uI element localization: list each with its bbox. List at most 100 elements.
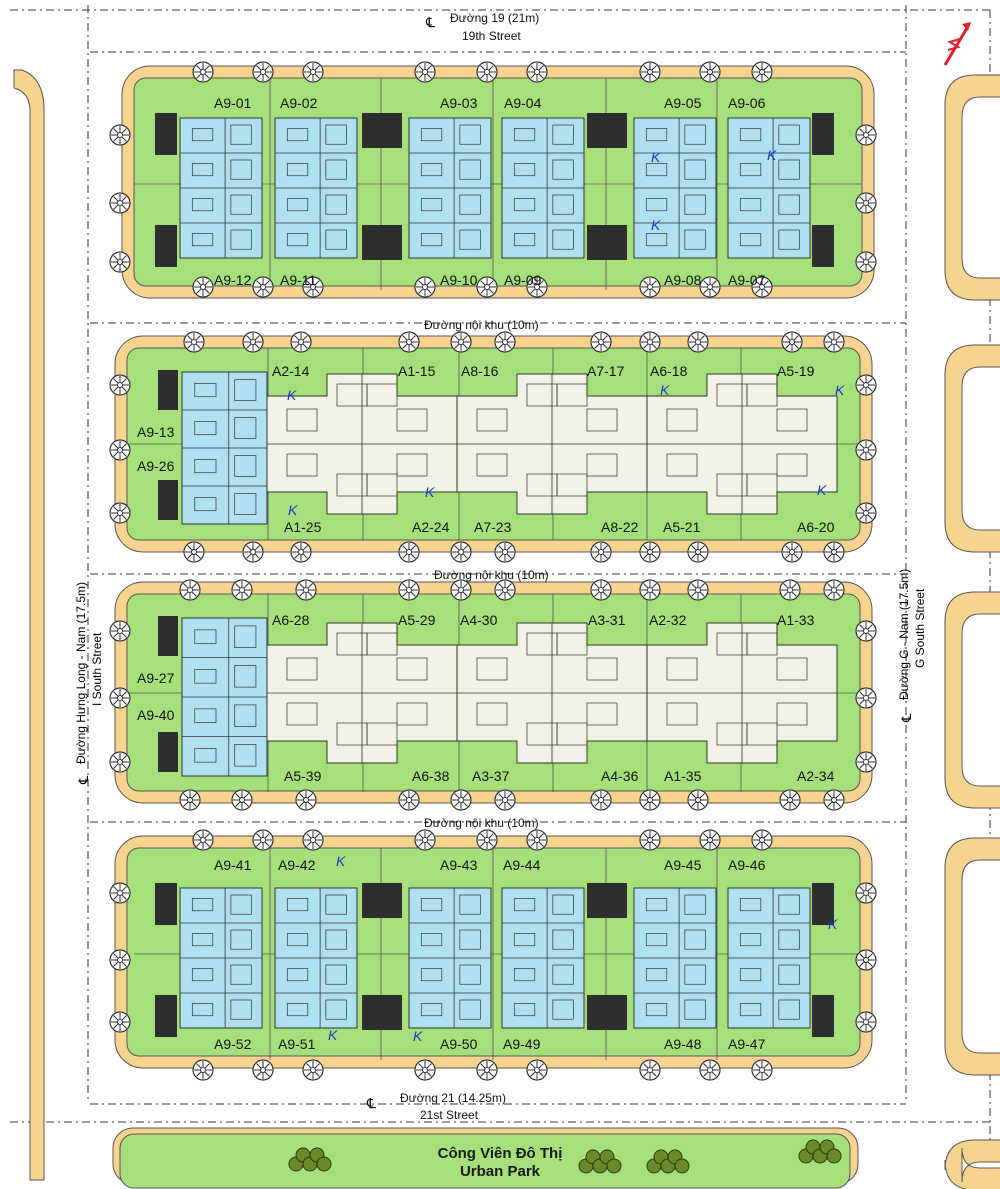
tree-icon <box>252 276 274 298</box>
tree-icon <box>855 251 877 273</box>
handwritten-mark: K <box>651 149 661 165</box>
room-line <box>556 383 588 407</box>
tree-icon <box>109 439 131 461</box>
tree-icon <box>494 789 516 811</box>
room-line <box>552 159 574 180</box>
villa-building <box>633 117 717 259</box>
room-line <box>325 999 347 1020</box>
south-street-name: Đường 21 (14.25m) <box>400 1091 506 1105</box>
tree-icon <box>494 541 516 563</box>
room-line <box>420 128 443 142</box>
tree-icon <box>855 949 877 971</box>
room-line <box>645 1003 668 1017</box>
room-line <box>191 233 214 247</box>
room-line <box>286 453 318 477</box>
room-line <box>396 657 428 681</box>
tree-icon <box>476 1059 498 1081</box>
tree-icon <box>476 276 498 298</box>
tree-icon <box>414 61 436 83</box>
room-line <box>556 473 588 497</box>
south-street-centerline: ℄ <box>367 1095 376 1111</box>
room-line <box>684 999 706 1020</box>
tree-icon <box>109 192 131 214</box>
apartment-building <box>646 373 838 515</box>
handwritten-mark: K <box>328 1027 338 1043</box>
tree-icon <box>823 331 845 353</box>
room-line <box>586 657 618 681</box>
tree-icon <box>855 620 877 642</box>
room-line <box>552 124 574 145</box>
tree-icon <box>526 61 548 83</box>
room-line <box>459 929 481 950</box>
lot-label: A1-33 <box>777 612 815 628</box>
parking-pad <box>587 883 627 918</box>
tree-icon <box>109 124 131 146</box>
room-line <box>778 894 800 915</box>
room-line <box>286 898 309 912</box>
room-line <box>552 229 574 250</box>
handwritten-mark: K <box>828 916 838 932</box>
room-line <box>513 198 536 212</box>
parking-pad <box>362 883 402 918</box>
room-line <box>366 632 398 656</box>
east-neighbour-lot <box>961 859 1000 1054</box>
room-line <box>420 163 443 177</box>
room-line <box>420 968 443 982</box>
room-line <box>739 233 762 247</box>
lot-label: A9-04 <box>504 95 542 111</box>
room-line <box>552 929 574 950</box>
room-line <box>586 408 618 432</box>
villa-building <box>727 887 811 1029</box>
room-line <box>459 229 481 250</box>
lot-label: A2-24 <box>412 519 450 535</box>
room-line <box>776 453 808 477</box>
room-line <box>396 408 428 432</box>
room-line <box>476 453 508 477</box>
villa-building <box>181 617 268 777</box>
park-name-vi: Công Viên Đô Thị <box>437 1145 563 1162</box>
parking-pad <box>155 883 177 925</box>
room-line <box>325 229 347 250</box>
villa-building <box>501 887 585 1029</box>
lot-label: A9-47 <box>728 1036 766 1052</box>
room-line <box>776 408 808 432</box>
lot-label: A8-16 <box>461 363 499 379</box>
lot-label: A9-40 <box>137 707 175 723</box>
room-line <box>552 194 574 215</box>
room-line <box>645 898 668 912</box>
room-line <box>234 455 257 477</box>
lot-label: A9-06 <box>728 95 766 111</box>
parking-pad <box>158 370 178 410</box>
room-line <box>556 632 588 656</box>
parking-pad <box>812 995 834 1037</box>
room-line <box>684 159 706 180</box>
room-line <box>778 159 800 180</box>
tree-icon <box>494 579 516 601</box>
lot-label: A9-09 <box>504 272 542 288</box>
room-line <box>230 194 252 215</box>
lot-label: A9-05 <box>664 95 702 111</box>
lot-label: A7-17 <box>587 363 625 379</box>
tree-icon <box>398 541 420 563</box>
handwritten-mark: K <box>336 853 346 869</box>
room-line <box>459 194 481 215</box>
room-line <box>739 898 762 912</box>
tree-icon <box>242 541 264 563</box>
internal-road-3-label: Đường nội khu (10m) <box>424 816 539 830</box>
room-line <box>194 629 217 645</box>
room-line <box>459 999 481 1020</box>
tree-icon <box>302 829 324 851</box>
room-line <box>645 968 668 982</box>
room-line <box>230 929 252 950</box>
room-line <box>286 408 318 432</box>
room-line <box>191 163 214 177</box>
west-street-name: Đường Hưng Long - Nam (17.5m) <box>74 581 88 764</box>
room-line <box>191 898 214 912</box>
handwritten-mark: K <box>287 387 297 403</box>
tree-icon <box>526 1059 548 1081</box>
tree-icon <box>231 579 253 601</box>
room-line <box>286 1003 309 1017</box>
lot-label: A9-45 <box>664 857 702 873</box>
lot-label: A4-30 <box>460 612 498 628</box>
